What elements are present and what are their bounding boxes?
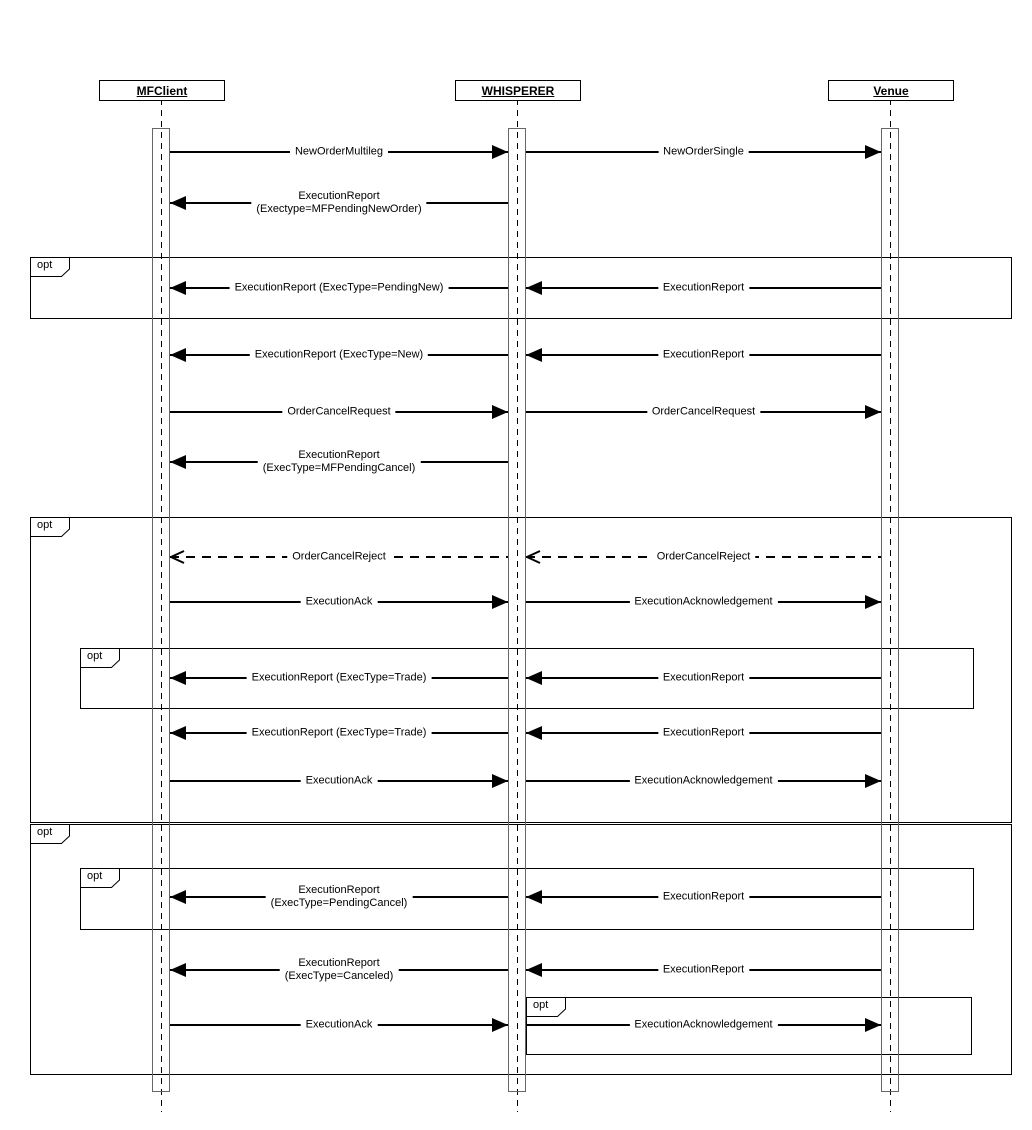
fragment-tab-shape-icon (80, 648, 120, 668)
activation-bar-mfclient (152, 128, 170, 1092)
fragment-operator-label: opt (37, 826, 53, 838)
opt-fragment-tab: opt (30, 824, 70, 844)
fragment-operator-label: opt (37, 259, 53, 271)
message-label: ExecutionReport (ExecType=PendingNew) (229, 281, 449, 295)
opt-fragment-tab: opt (30, 517, 70, 537)
arrowhead-filled-icon (170, 963, 186, 977)
opt-fragment: opt (80, 868, 974, 930)
lifeline-venue (890, 99, 891, 1112)
arrowhead-filled-icon (865, 405, 881, 419)
message-label: ExecutionReport (ExecType=Canceled) (279, 957, 399, 983)
message-label: NewOrderMultileg (289, 145, 389, 159)
activation-bar-venue (881, 128, 899, 1092)
opt-fragment: opt (80, 648, 974, 709)
actor-label: Venue (873, 83, 909, 98)
arrowhead-filled-icon (170, 348, 186, 362)
opt-fragment-tab: opt (80, 868, 120, 888)
message-label: OrderCancelReject (287, 550, 391, 564)
opt-fragment-tab: opt (30, 257, 70, 277)
arrowhead-filled-icon (526, 348, 542, 362)
arrowhead-open-icon (524, 550, 542, 564)
message-label: NewOrderSingle (658, 145, 749, 159)
message-label: ExecutionReport (657, 726, 750, 740)
actor-label: MFClient (136, 83, 188, 98)
message-label: ExecutionAck (300, 774, 378, 788)
arrowhead-filled-icon (526, 281, 542, 295)
message-label: ExecutionAck (300, 595, 378, 609)
message-label: ExecutionReport (657, 348, 750, 362)
message-label: ExecutionAcknowledgement (629, 774, 778, 788)
arrowhead-filled-icon (865, 145, 881, 159)
message-label: ExecutionReport (657, 281, 750, 295)
fragment-tab-shape-icon (80, 868, 120, 888)
message-label: ExecutionReport (ExecType=Trade) (246, 726, 432, 740)
opt-fragment: opt (30, 517, 1012, 823)
message-label: ExecutionReport (Exectype=MFPendingNewOr… (251, 190, 427, 216)
arrowhead-filled-icon (170, 726, 186, 740)
fragment-tab-shape-icon (30, 824, 70, 844)
message-label: ExecutionReport (657, 890, 750, 904)
arrowhead-filled-icon (492, 595, 508, 609)
arrowhead-filled-icon (865, 595, 881, 609)
actor-header-mfclient: MFClient (99, 80, 225, 101)
arrowhead-filled-icon (492, 145, 508, 159)
arrowhead-filled-icon (492, 405, 508, 419)
activation-bar-whisperer (508, 128, 526, 1092)
message-label: OrderCancelReject (651, 550, 756, 564)
arrowhead-filled-icon (526, 963, 542, 977)
message-label: ExecutionAcknowledgement (629, 595, 778, 609)
message-label: ExecutionReport (657, 963, 750, 977)
arrowhead-filled-icon (170, 281, 186, 295)
lifeline-whisperer (517, 99, 518, 1112)
arrowhead-open-icon (168, 550, 186, 564)
arrowhead-filled-icon (526, 890, 542, 904)
fragment-operator-label: opt (87, 870, 103, 882)
message-label: ExecutionReport (ExecType=PendingCancel) (265, 884, 413, 910)
fragment-tab-shape-icon (30, 517, 70, 537)
opt-fragment-tab: opt (80, 648, 120, 668)
fragment-operator-label: opt (533, 999, 549, 1011)
opt-fragment: opt (30, 824, 1012, 1075)
arrowhead-filled-icon (492, 774, 508, 788)
lifeline-mfclient (161, 99, 162, 1112)
actor-label: WHISPERER (481, 83, 555, 98)
arrowhead-filled-icon (865, 774, 881, 788)
opt-fragment: opt (526, 997, 972, 1055)
actor-header-whisperer: WHISPERER (455, 80, 581, 101)
arrowhead-filled-icon (170, 890, 186, 904)
arrowhead-filled-icon (526, 671, 542, 685)
opt-fragment: opt (30, 257, 1012, 319)
message-label: ExecutionReport (ExecType=MFPendingCance… (257, 449, 421, 475)
arrowhead-filled-icon (865, 1018, 881, 1032)
message-label: OrderCancelRequest (282, 405, 396, 419)
fragment-operator-label: opt (37, 519, 53, 531)
arrowhead-filled-icon (170, 196, 186, 210)
fragment-tab-shape-icon (30, 257, 70, 277)
message-label: ExecutionReport (ExecType=New) (249, 348, 429, 362)
arrowhead-filled-icon (170, 671, 186, 685)
fragment-operator-label: opt (87, 650, 103, 662)
opt-fragment-tab: opt (526, 997, 566, 1017)
message-label: OrderCancelRequest (646, 405, 761, 419)
message-label: ExecutionAck (300, 1018, 378, 1032)
arrowhead-filled-icon (170, 455, 186, 469)
message-label: ExecutionReport (657, 671, 750, 685)
arrowhead-filled-icon (492, 1018, 508, 1032)
arrowhead-filled-icon (526, 726, 542, 740)
message-label: ExecutionReport (ExecType=Trade) (246, 671, 432, 685)
actor-header-venue: Venue (828, 80, 954, 101)
fragment-tab-shape-icon (526, 997, 566, 1017)
message-label: ExecutionAcknowledgement (629, 1018, 778, 1032)
